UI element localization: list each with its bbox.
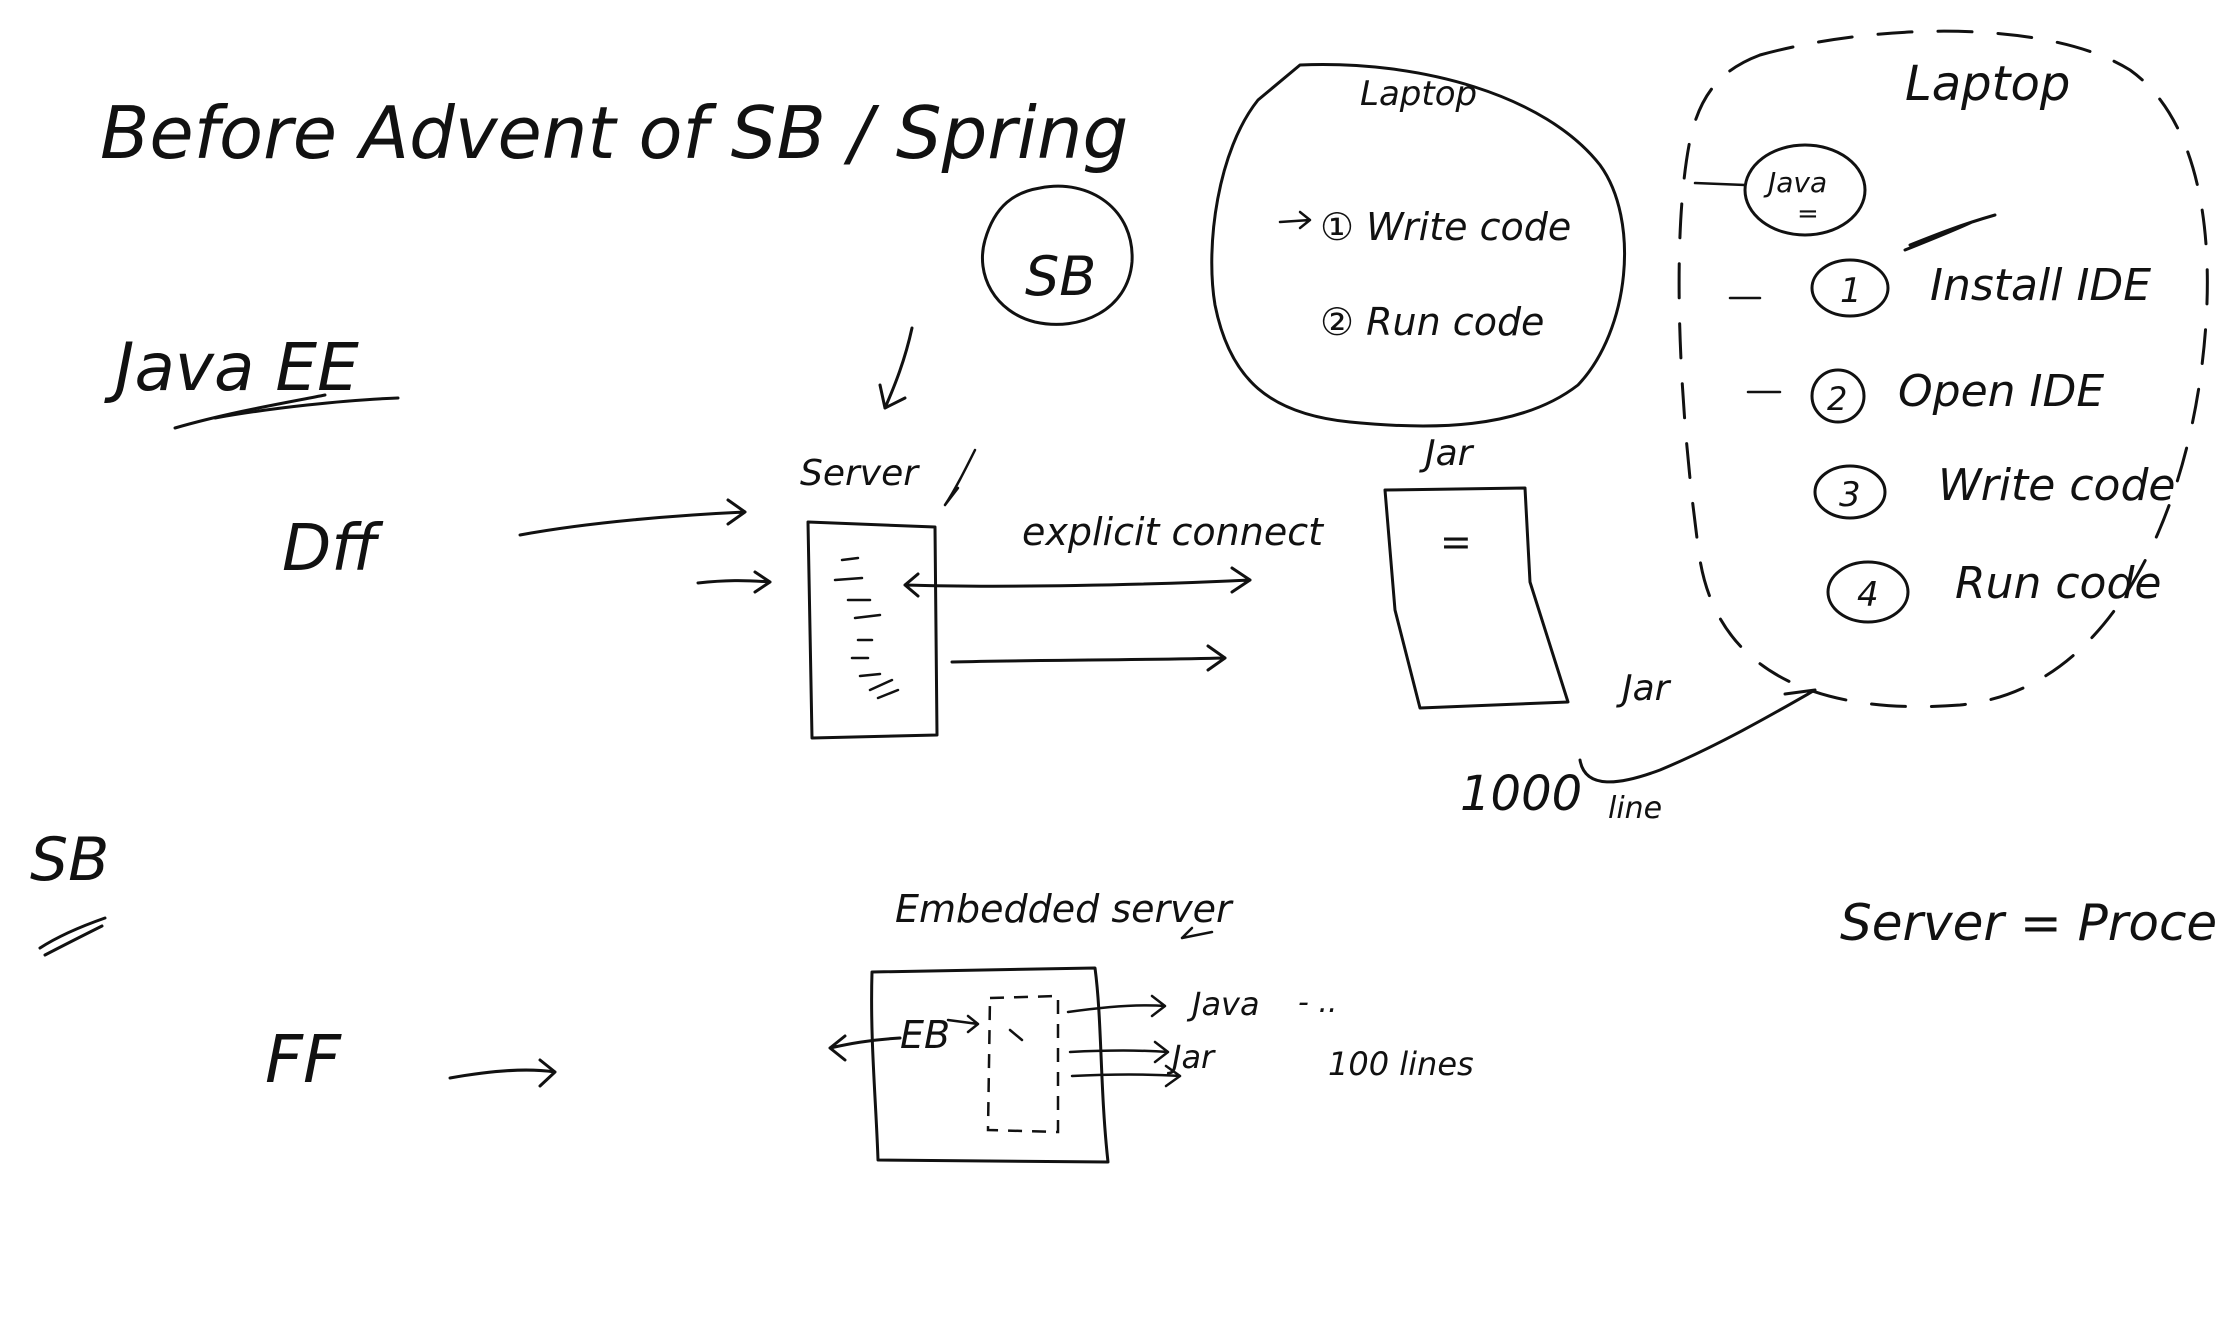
embedded-pointer — [1180, 926, 1214, 940]
svg-text:Install IDE: Install IDE — [1930, 260, 2151, 311]
framework-arrow-1 — [518, 498, 747, 537]
svg-text:3: 3 — [1839, 475, 1861, 515]
laptop-small-step-2: ② Run code — [1320, 300, 1544, 344]
java-tag-bubble: Java = — [1693, 143, 1867, 237]
jar-note-count: 1000 — [1460, 766, 1582, 822]
sb-bubble-label: SB — [1025, 245, 1096, 308]
svg-text:Run code: Run code — [1955, 558, 2161, 609]
laptop-big: Laptop Java = 1 Install IDE 2 Open IDE 3… — [1677, 29, 2209, 709]
svg-text:SB: SB — [30, 825, 109, 895]
server-box — [806, 520, 939, 740]
explicit-connect-label: explicit connect — [1022, 510, 1325, 554]
laptop-small-step-1: ① Write code — [1320, 205, 1571, 249]
jar-box: = — [1383, 486, 1570, 710]
svg-text:Write code: Write code — [1938, 460, 2175, 511]
laptop-big-step-2: 2 Open IDE — [1810, 366, 2104, 424]
embedded-out-arrow-3 — [1070, 1064, 1182, 1088]
svg-text:Java: Java — [1763, 166, 1827, 199]
check-mark — [1903, 213, 1997, 252]
laptop-big-title: Laptop — [1905, 56, 2070, 112]
java-ee-label: Java EE — [104, 329, 400, 430]
embedded-output-jar: Jar — [1166, 1038, 1216, 1076]
sb-section-label: SB — [30, 825, 109, 957]
server-process-equation: Server = Process — [1840, 894, 2216, 952]
svg-text:Java EE: Java EE — [104, 329, 359, 406]
dff-framework-label: Dff — [282, 512, 384, 586]
laptop-big-step-3: 3 Write code — [1813, 460, 2175, 520]
embedded-left-arrow — [828, 1034, 902, 1062]
svg-text:2: 2 — [1827, 380, 1847, 418]
laptop-small-title: Laptop — [1360, 74, 1477, 114]
embedded-server-box: EB — [870, 966, 1110, 1164]
heading: Before Advent of SB / Spring — [100, 91, 1128, 175]
embedded-output-java: Java — [1186, 985, 1260, 1023]
server-label-pointer — [943, 448, 977, 507]
server-to-jar-arrow-1 — [903, 566, 1252, 598]
svg-text:1: 1 — [1840, 271, 1862, 311]
framework-arrow-2 — [696, 570, 772, 594]
svg-text:Open IDE: Open IDE — [1898, 366, 2104, 417]
embedded-out-arrow-1 — [1066, 994, 1167, 1018]
jar-note-label: Jar — [1616, 668, 1672, 709]
embedded-dashes: - .. — [1298, 985, 1337, 1020]
svg-text:=: = — [1797, 199, 1819, 229]
ff-arrow — [448, 1058, 557, 1088]
svg-text:4: 4 — [1857, 575, 1879, 615]
server-label: Server — [800, 453, 920, 494]
laptop-small: Laptop ① Write code ② Run code — [1210, 63, 1626, 428]
laptop-big-step-1: 1 Install IDE — [1810, 258, 2151, 318]
ff-framework-label: FF — [265, 1021, 342, 1098]
server-to-jar-arrow-2 — [950, 644, 1227, 672]
svg-text:=: = — [1440, 520, 1472, 564]
jar-note-unit: line — [1608, 791, 1662, 826]
laptop-big-step-4: 4 Run code — [1826, 558, 2161, 624]
sb-to-server-arrow — [878, 326, 914, 410]
jar-label: Jar — [1419, 433, 1475, 474]
embedded-out-arrow-2 — [1068, 1040, 1170, 1064]
lines-note: 100 lines — [1328, 1045, 1474, 1083]
sb-bubble: SB — [980, 184, 1134, 326]
eb-label: EB — [900, 1013, 950, 1057]
embedded-server-label: Embedded server — [895, 887, 1234, 931]
jar-to-laptop-curve — [1578, 688, 1817, 784]
